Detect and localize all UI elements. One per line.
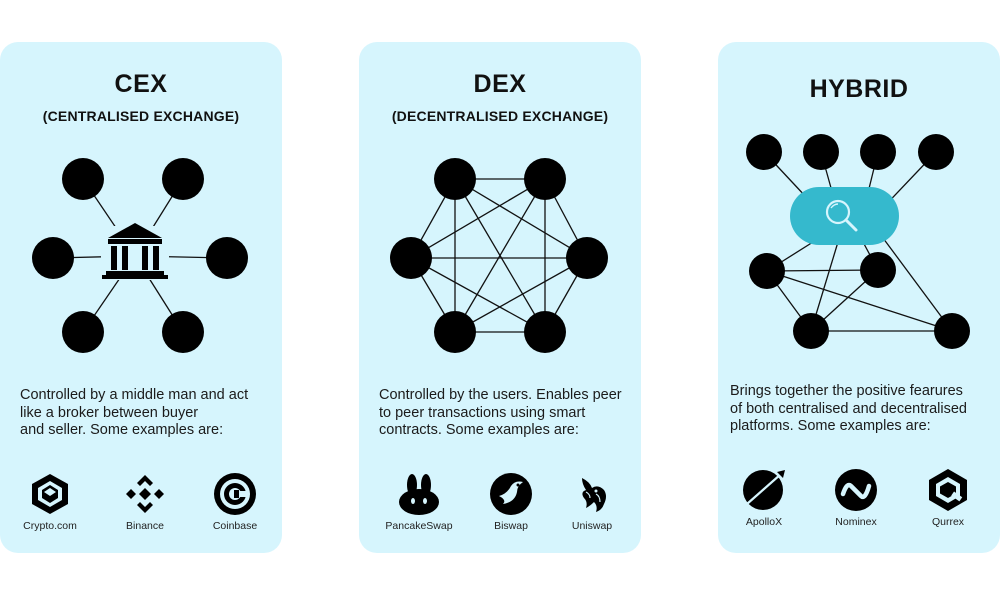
cex-card: CEX (CENTRALISED EXCHANGE) (0, 42, 282, 553)
node (918, 134, 954, 170)
crypto-com-icon (32, 474, 68, 514)
example-binance: Binance (95, 472, 195, 532)
example-crypto-com: Crypto.com (0, 472, 100, 532)
hybrid-hub (790, 187, 899, 245)
bank-icon (101, 223, 169, 280)
dex-network-diagram (390, 158, 608, 353)
edge (410, 178, 546, 259)
node (162, 158, 204, 200)
dex-description: Controlled by the users. Enables peer to… (379, 387, 622, 438)
node (206, 237, 248, 279)
example-pancakeswap: PancakeSwap (369, 472, 469, 532)
qurrex-icon (929, 469, 967, 511)
node (934, 313, 970, 349)
dex-card: DEX (DECENTRALISED EXCHANGE) Controlled … (359, 42, 641, 553)
cex-title: CEX (114, 70, 168, 98)
binance-icon (126, 475, 164, 513)
hybrid-title: HYBRID (809, 75, 909, 103)
edge (454, 178, 546, 333)
nominex-icon (835, 469, 877, 511)
example-qurrex: Qurrex (898, 468, 998, 528)
example-apollox: ApolloX (714, 468, 814, 528)
search-icon (825, 199, 858, 232)
dex-title: DEX (473, 70, 527, 98)
hybrid-network-diagram (746, 134, 970, 349)
cex-network-diagram (32, 158, 248, 353)
node (32, 237, 74, 279)
example-coinbase: Coinbase (185, 472, 285, 532)
node (434, 311, 476, 353)
node (524, 311, 566, 353)
example-uniswap: Uniswap (542, 472, 642, 532)
node (860, 252, 896, 288)
biswap-icon (490, 473, 532, 515)
node (746, 134, 782, 170)
node (860, 134, 896, 170)
node (62, 311, 104, 353)
node (162, 311, 204, 353)
example-nominex: Nominex (806, 468, 906, 528)
hybrid-card: HYBRID (718, 42, 1000, 553)
hybrid-description: Brings together the positive fearures of… (730, 383, 967, 434)
node (390, 237, 432, 279)
node (749, 253, 785, 289)
node (62, 158, 104, 200)
node (524, 158, 566, 200)
uniswap-icon (582, 478, 606, 512)
edge (454, 257, 588, 333)
dex-subtitle: (DECENTRALISED EXCHANGE) (391, 108, 609, 124)
node (434, 158, 476, 200)
node (793, 313, 829, 349)
node (566, 237, 608, 279)
cex-subtitle: (CENTRALISED EXCHANGE) (42, 108, 240, 124)
coinbase-icon (214, 473, 256, 515)
pancakeswap-icon (399, 474, 439, 515)
apollox-icon (743, 470, 785, 510)
node (803, 134, 839, 170)
edge (410, 257, 546, 333)
example-biswap: Biswap (461, 472, 561, 532)
edge (454, 178, 588, 259)
cex-description: Controlled by a middle man and act like … (20, 387, 249, 438)
